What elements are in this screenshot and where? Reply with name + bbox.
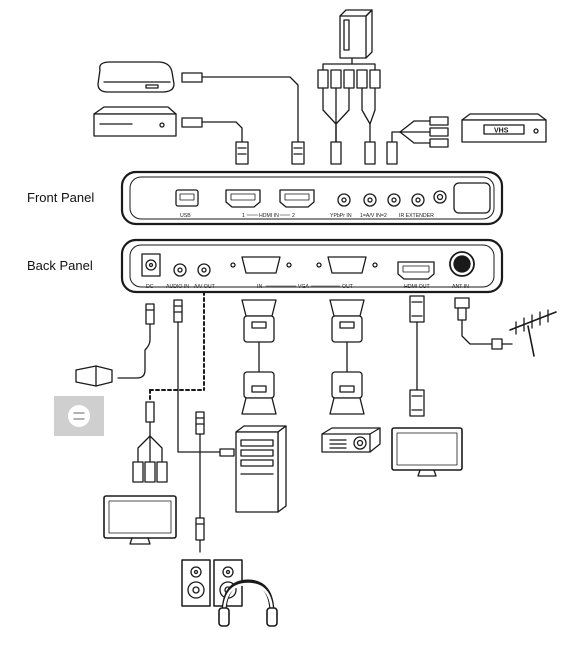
disc-player-device bbox=[93, 106, 177, 137]
game-console-device bbox=[97, 61, 175, 93]
component-cable-wii bbox=[317, 57, 381, 165]
front-panel: USB 1 HDMI IN 2 YPbPr IN 1=A/V IN=2 IR E… bbox=[120, 170, 504, 226]
back-panel-title: Back Panel bbox=[27, 258, 93, 273]
vga-in-port bbox=[241, 256, 281, 274]
projector-device bbox=[321, 427, 381, 453]
vga-label: VGA bbox=[298, 284, 309, 290]
front-panel-title: Front Panel bbox=[27, 190, 95, 205]
hdmi-tv-device bbox=[391, 427, 463, 477]
power-outlet bbox=[54, 396, 104, 436]
av-out-dashed-cable bbox=[149, 291, 205, 403]
pc-tower-device bbox=[235, 425, 287, 513]
audio-in-label: AUDIO IN bbox=[166, 284, 189, 290]
wii-console-device bbox=[339, 9, 373, 59]
ypbpr-in-label: YPbPr IN bbox=[330, 213, 352, 219]
vga-out-cable bbox=[329, 299, 365, 415]
hdmi-out-label: HDMI OUT bbox=[404, 284, 430, 290]
audio-out-cable bbox=[195, 411, 205, 553]
power-adapter-cable bbox=[75, 303, 155, 387]
vga-out-label: OUT bbox=[342, 284, 354, 290]
vga-in-cable bbox=[241, 299, 277, 415]
composite-out-cable bbox=[132, 401, 168, 483]
usb-label: USB bbox=[180, 213, 191, 219]
back-panel: DC AUDIO IN A/V OUT IN VGA OUT HDMI OUT … bbox=[120, 238, 504, 294]
ir-window bbox=[453, 182, 491, 214]
composite-tv-device bbox=[103, 495, 177, 545]
ant-in-label: ANT IN bbox=[452, 284, 469, 290]
dc-label: DC bbox=[146, 284, 154, 290]
tv-antenna bbox=[509, 309, 557, 357]
vga-in-label: IN bbox=[257, 284, 262, 290]
vhs-label: VHS bbox=[494, 128, 509, 135]
hdmi-out-cable bbox=[409, 295, 425, 417]
headphones-device bbox=[218, 579, 278, 627]
hdmi-in-label: HDMI IN bbox=[259, 213, 279, 219]
vga-out-port bbox=[327, 256, 367, 274]
antenna-cable bbox=[454, 297, 513, 350]
composite-cable-vhs bbox=[386, 116, 449, 165]
av-in-label: 1=A/V IN=2 bbox=[360, 213, 387, 219]
audio-in-cable bbox=[173, 299, 235, 457]
speakers-device bbox=[181, 559, 243, 607]
vhs-player-device: VHS bbox=[461, 113, 547, 143]
hdmi-cable-player bbox=[181, 117, 249, 165]
av-out-label: A/V OUT bbox=[194, 284, 216, 290]
hdmi-in-1-label: 1 bbox=[242, 213, 245, 219]
ir-extender-label: IR EXTENDER bbox=[399, 213, 434, 219]
hdmi-cable-console bbox=[181, 72, 305, 165]
hdmi-in-2-label: 2 bbox=[292, 213, 295, 219]
